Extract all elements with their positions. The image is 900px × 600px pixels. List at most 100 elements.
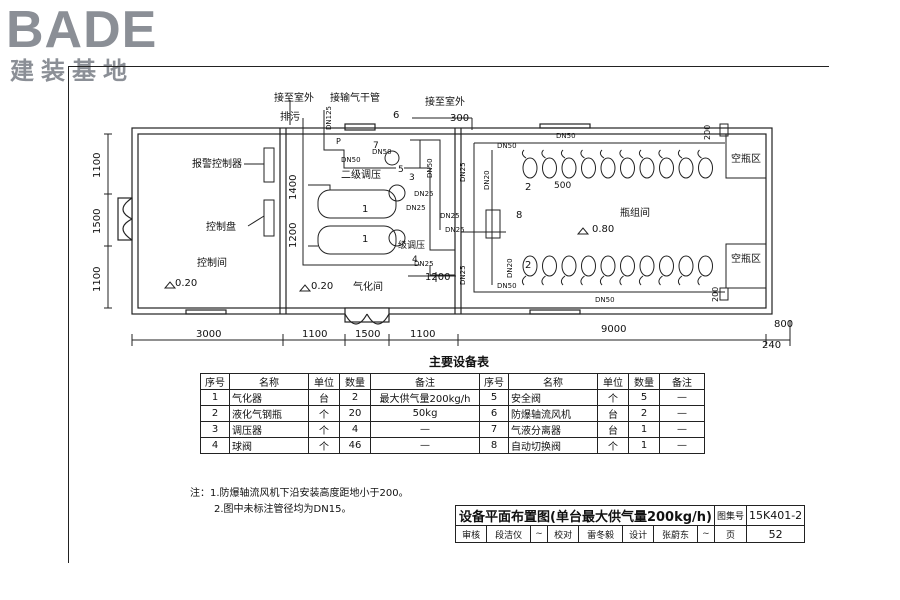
gas-cylinder (561, 255, 577, 277)
table-cell: 4 (339, 421, 371, 438)
table-cell: 液化气钢瓶 (229, 405, 309, 422)
table-cell: 2 (628, 405, 660, 422)
table-cell: 个 (597, 437, 629, 454)
gas-cylinder (542, 255, 557, 277)
to-outdoor-2-label: 接至室外 (425, 95, 465, 108)
gas-cylinder (678, 255, 694, 277)
gas-cylinder (581, 255, 596, 277)
signature-row: 审核 段洁仪 ~ 校对 雷冬毅 设计 张蔚东 ~ 页 52 (454, 525, 806, 543)
header-cell: 名称 (229, 373, 309, 390)
dim-1200-h: 1200 (425, 272, 450, 283)
cylinders-bottom-row (521, 255, 713, 286)
table-cell: 7 (479, 421, 509, 438)
cylinder-feed-pipe (697, 149, 702, 159)
gas-cylinder (698, 157, 713, 179)
dim-bottom-800: 800 (774, 319, 793, 330)
pipe-drain (302, 118, 420, 266)
dn25-b: DN25 (406, 204, 426, 212)
cylinder-feed-pipe (677, 149, 683, 159)
control-window (185, 309, 227, 315)
vaporizer-room-label: 气化间 (353, 280, 383, 293)
gas-cylinder (561, 157, 577, 179)
dn20-a: DN20 (483, 170, 491, 190)
panel-leader (247, 215, 265, 227)
header-cell: 备注 (370, 373, 480, 390)
left-dimension-chain (104, 133, 112, 309)
pipe-gas-main (323, 110, 396, 169)
table-cell: 个 (308, 437, 340, 454)
drawing-title: 设备平面布置图(单台最大供气量200kg/h) (455, 505, 715, 526)
reviewer-signature: ~ (529, 525, 549, 543)
num-3: 3 (409, 173, 415, 183)
pipe-f (429, 265, 455, 276)
title-block-grid: 设备平面布置图(单台最大供气量200kg/h) 图集号 15K401-2 审核 … (454, 505, 806, 543)
empty-zone-bottom (725, 243, 767, 289)
table-cell: 2 (339, 389, 371, 406)
vaporizer-1 (317, 189, 397, 219)
dn50-b: DN50 (341, 156, 361, 164)
regulator-bottom (388, 229, 406, 247)
table-cell: 台 (308, 389, 340, 406)
table-cell: 台 (597, 421, 629, 438)
gas-cylinder (620, 157, 635, 179)
table-cell: 8 (479, 437, 509, 454)
cylinder-feed-pipe (560, 275, 566, 286)
cylinder-feed-pipe (599, 275, 605, 286)
table-cell: 2 (200, 405, 230, 422)
dn50-top: DN50 (556, 132, 576, 140)
outer-wall-outer (131, 127, 773, 315)
outer-wall-inner (137, 133, 767, 309)
table-cell: 气化器 (229, 389, 309, 406)
dim-box-top (719, 123, 729, 137)
dn50-d: DN50 (497, 142, 517, 150)
num-2: 2 (525, 182, 531, 193)
atlas-number: 15K401-2 (745, 505, 806, 526)
table-cell: 安全阀 (508, 389, 598, 406)
dn25-f: DN25 (459, 162, 467, 182)
gas-cylinder (600, 255, 616, 277)
page-label: 页 (713, 525, 748, 543)
note-1: 注：1.防爆轴流风机下沿安装高度距地小于200。 (190, 486, 409, 502)
num-5: 5 (398, 165, 404, 175)
table-cell: 20 (339, 405, 371, 422)
dim-bottom-9000: 9000 (601, 324, 626, 335)
dim-bottom-1100-b: 1100 (410, 329, 435, 340)
second-stage-label: 二级调压 (341, 169, 381, 181)
walls (117, 123, 773, 325)
gas-cylinder (639, 157, 655, 179)
equipment-table-title: 主要设备表 (428, 355, 489, 369)
elevation-mark-1 (163, 281, 177, 289)
dn50-a: DN50 (372, 148, 392, 156)
drawing-notes: 注：1.防爆轴流风机下沿安装高度距地小于200。 2.图中未标注管径均为DN15… (190, 486, 409, 518)
gas-cylinder (522, 255, 538, 277)
dn50-c: DN50 (426, 158, 434, 178)
table-cell: — (370, 421, 480, 438)
num-2b: 2 (525, 260, 531, 271)
cylinder-feed-pipe (658, 149, 663, 159)
table-header-row: 序号 名称 单位 数量 备注 序号 名称 单位 数量 备注 (200, 373, 705, 390)
control-panel-box (263, 199, 275, 237)
empty-zone-top (725, 133, 767, 179)
dim-left-1100-top: 1100 (92, 153, 103, 178)
p-label: P (336, 137, 341, 146)
dim-box-bottom (719, 287, 729, 301)
control-elevation: 0.20 (175, 278, 197, 289)
left-door-swing (122, 197, 133, 241)
dn25-g: DN25 (459, 265, 467, 285)
empty-zone-top-label: 空瓶区 (731, 152, 761, 165)
cylinder-feed-pipe (580, 149, 585, 159)
table-cell: — (370, 437, 480, 454)
control-panel-label: 控制盘 (206, 220, 236, 233)
to-outdoor-1-label: 接至室外 (274, 91, 314, 104)
dim-left-1100-bottom: 1100 (92, 267, 103, 292)
gas-cylinder (639, 255, 655, 277)
table-cell: 台 (597, 405, 629, 422)
table-cell: 5 (628, 389, 660, 406)
table-row: 1 气化器 台 2 最大供气量200kg/h 5 安全阀 个 5 — (200, 389, 705, 406)
note-1-text: 1.防爆轴流风机下沿安装高度距地小于200。 (210, 488, 409, 499)
dn25-c: DN25 (414, 260, 434, 268)
table-cell: 最大供气量200kg/h (370, 389, 480, 406)
cylinder-feed-pipe (580, 275, 585, 286)
cylinder-feed-pipe (521, 275, 527, 286)
table-cell: 调压器 (229, 421, 309, 438)
